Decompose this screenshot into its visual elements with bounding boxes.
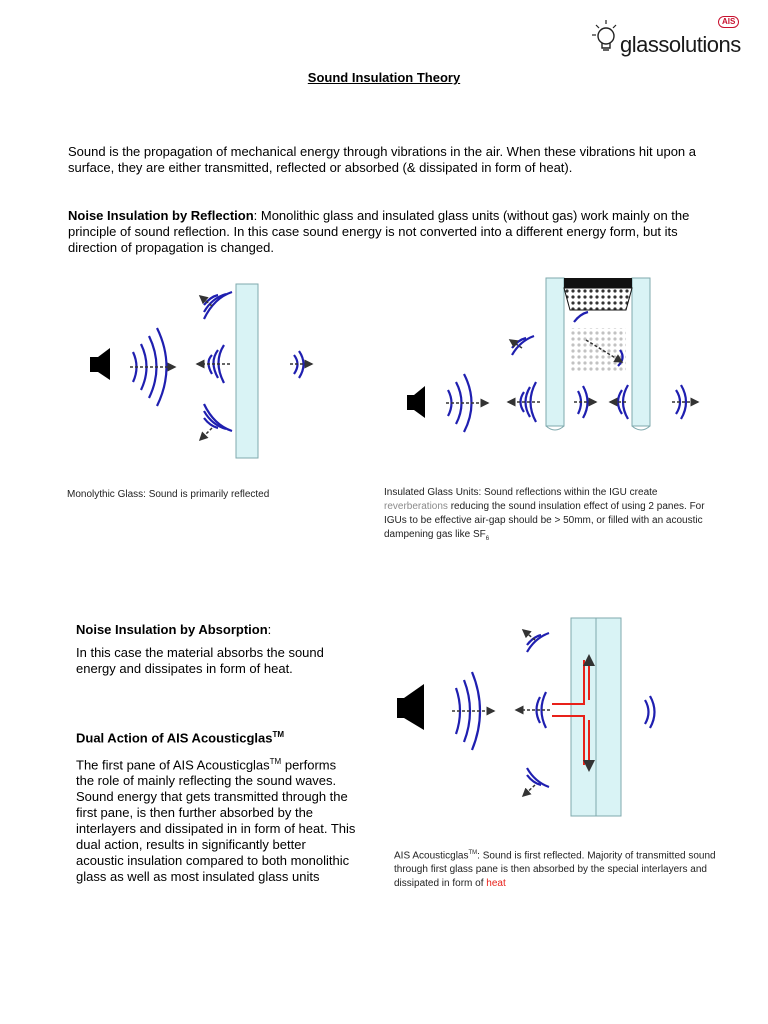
dual-action-paragraph: The first pane of AIS AcousticglasTM per… xyxy=(76,754,356,885)
trademark: TM xyxy=(468,850,478,856)
speaker-icon xyxy=(407,386,425,418)
ais-caption-text-2: : Sound is first reflected. Majority of … xyxy=(394,850,716,890)
dual-heading-text: Dual Action of AIS Acousticglas xyxy=(76,730,273,746)
page-title: Sound Insulation Theory xyxy=(307,70,461,85)
dual-action-heading: Dual Action of AIS AcousticglasTM xyxy=(76,730,284,745)
glassolutions-logo: AIS glassolutions xyxy=(590,14,750,60)
reflection-paragraph: Noise Insulation by Reflection: Monolith… xyxy=(68,208,718,256)
monolithic-diagram xyxy=(90,283,314,459)
desiccant xyxy=(563,287,633,311)
igu-pane-left xyxy=(545,277,565,427)
trademark: TM xyxy=(269,757,282,766)
igu-caption-text: Insulated Glass Units: Sound reflections… xyxy=(384,487,658,498)
reverberations-term: reverberations xyxy=(384,501,448,512)
absorption-heading: Noise Insulation by Absorption: xyxy=(76,622,271,637)
heat-term: heat xyxy=(486,878,506,890)
monolithic-caption: Monolythic Glass: Sound is primarily ref… xyxy=(67,489,270,500)
dual-body-text: The first pane of AIS Acousticglas xyxy=(76,757,270,773)
igu-caption: Insulated Glass Units: Sound reflections… xyxy=(384,486,724,546)
ais-badge: AIS xyxy=(718,16,740,28)
absorption-heading-text: Noise Insulation by Absorption xyxy=(76,622,268,637)
ais-caption-text: AIS Acousticglas xyxy=(394,850,469,862)
sound-waves xyxy=(454,631,656,789)
acousticglas-caption: AIS AcousticglasTM: Sound is first refle… xyxy=(394,846,724,891)
sf6-subscript: 6 xyxy=(485,536,490,542)
trademark: TM xyxy=(272,730,285,739)
igu-diagram xyxy=(407,277,700,433)
igu-spacer xyxy=(564,278,632,288)
intro-paragraph: Sound is the propagation of mechanical e… xyxy=(68,144,697,175)
speaker-icon xyxy=(90,348,110,380)
absorption-colon: : xyxy=(267,622,272,637)
heat-arrows xyxy=(552,654,595,772)
igu-caption-text-2: reducing the sound insulation effect of … xyxy=(384,501,705,540)
glass-pane xyxy=(235,283,259,459)
lightbulb-icon xyxy=(592,20,617,51)
speaker-icon xyxy=(397,684,424,730)
acousticglas-diagram xyxy=(397,617,656,817)
logo-wordmark: glassolutions xyxy=(620,32,741,57)
sound-waves xyxy=(131,290,305,433)
igu-pane-right xyxy=(631,277,651,427)
absorption-paragraph: In this case the material absorbs the so… xyxy=(76,645,324,676)
reflection-heading: Noise Insulation by Reflection xyxy=(68,208,254,223)
reflection-body: : Monolithic glass and insulated glass u… xyxy=(68,208,690,255)
dual-body-text-2: performs the role of mainly reflecting t… xyxy=(76,757,356,885)
